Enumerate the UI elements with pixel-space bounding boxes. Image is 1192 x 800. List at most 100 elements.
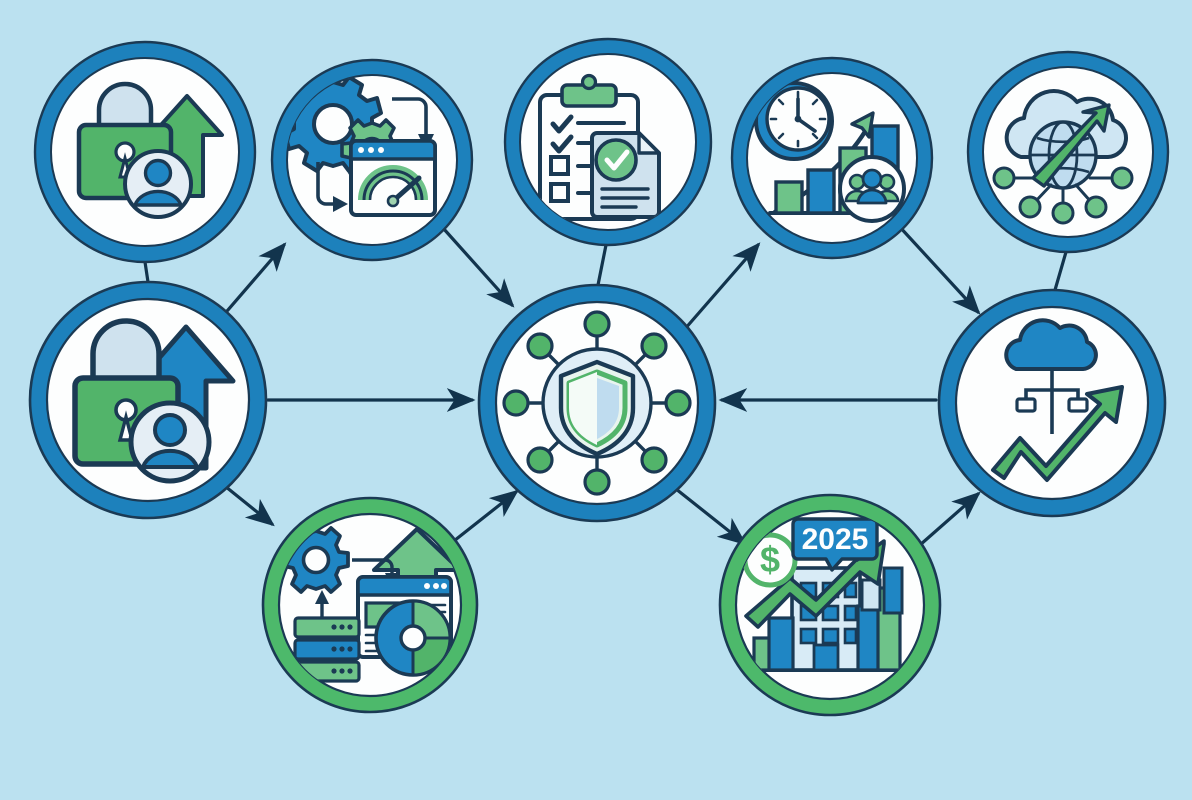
gauge-hub <box>386 194 400 208</box>
connector-productivity-to-cloudgrowth <box>896 223 981 315</box>
node-ring-inner-outline <box>519 53 697 231</box>
connector-revenue-to-cloudgrowth <box>910 491 981 554</box>
cloud-globe-network-uparrow-icon <box>992 89 1134 225</box>
node-ring-inner-outline <box>50 57 240 247</box>
window-dot <box>424 583 430 589</box>
cycle-arrow-bottom <box>316 162 336 206</box>
server-stack-icon <box>293 616 361 683</box>
cloud-endpoint-right <box>1067 397 1089 413</box>
node-ring-outline <box>730 56 934 260</box>
connector-dataops-to-hub <box>443 489 519 550</box>
node-productivity-analytics[interactable] <box>730 56 934 260</box>
node-ring-outline <box>270 58 474 262</box>
node-central-security-hub[interactable] <box>477 283 717 523</box>
shield-half-highlight <box>569 372 597 445</box>
cycle-arrowhead-bottom <box>333 196 348 212</box>
checkbox-item-3 <box>549 155 570 176</box>
window-dot <box>441 583 447 589</box>
bar-2 <box>806 168 836 215</box>
connector-hub-to-productivity <box>682 242 761 332</box>
cloud-shape <box>1004 318 1098 371</box>
connector-layer <box>143 223 1068 554</box>
padlock-shackle <box>96 81 154 126</box>
node-automation-performance[interactable] <box>270 58 474 262</box>
server-unit-1 <box>293 616 361 639</box>
checkmark-item-1 <box>550 114 574 134</box>
clock-hand-minute <box>796 117 817 133</box>
padlock-keyhole-stem <box>117 410 135 442</box>
node-ring-inner-outline <box>954 305 1150 501</box>
connector-identity-small-to-source <box>143 260 150 284</box>
pie-center <box>399 624 427 652</box>
flow-arrow-right <box>352 558 394 576</box>
node-cloud-network-growth[interactable] <box>966 50 1170 254</box>
network-node <box>1051 201 1075 225</box>
node-ring-outline <box>503 37 713 247</box>
cloud-upload-growth-arrow-icon <box>991 318 1124 482</box>
user-shoulders <box>133 189 183 207</box>
server-leds <box>331 624 353 674</box>
team-member-body-center <box>856 188 888 205</box>
growth-zigzag-arrow <box>991 385 1124 482</box>
document-fold <box>637 131 661 155</box>
shield-half-blue <box>597 378 619 439</box>
hub-node-bottom-right <box>640 446 668 474</box>
padlock-user-uparrow-icon <box>72 318 236 484</box>
checkbox-item-4 <box>549 182 570 203</box>
cycle-arrow-top <box>392 97 428 139</box>
node-ring-outline <box>966 50 1170 254</box>
user-head <box>153 413 187 447</box>
hub-node-bottom-left <box>526 446 554 474</box>
building-door <box>812 643 840 672</box>
dashboard-titlebar <box>349 139 437 161</box>
year-badge-label: 2025 <box>802 523 869 556</box>
network-node <box>992 166 1016 190</box>
node-identity-access-security[interactable] <box>33 40 257 264</box>
node-revenue-forecast-2025[interactable]: $ 2025 <box>718 493 942 717</box>
bar-left-blue <box>767 616 795 672</box>
hub-node-top-left <box>526 332 554 360</box>
hub-node-top-right <box>640 332 668 360</box>
connector-automation-to-hub <box>441 226 515 308</box>
connector-hub-to-revenue <box>674 487 747 546</box>
node-ring-outline <box>33 40 257 264</box>
connector-compliance-to-hub <box>596 243 608 287</box>
node-ring-inner-outline <box>286 74 458 246</box>
gauge-arc-outline <box>362 169 424 201</box>
node-compliance-checklist[interactable] <box>503 37 713 247</box>
clock-ticks <box>769 90 827 148</box>
clock-bargraph-team-icon <box>754 81 906 223</box>
node-ring-inner-outline <box>277 512 463 698</box>
node-ring-inner-outline <box>982 66 1154 238</box>
node-ring-inner-outline <box>494 300 700 506</box>
dashboard-titlebar <box>356 575 453 597</box>
hub-node-right <box>664 389 692 417</box>
clipboard-clip-hole <box>580 73 598 91</box>
user-shoulders <box>141 448 199 469</box>
node-ring-outline <box>937 288 1167 518</box>
node-ring-inner-outline <box>746 72 918 244</box>
approved-checkmark <box>604 149 630 171</box>
server-unit-2 <box>293 638 361 661</box>
node-data-ops-dashboard[interactable] <box>261 496 479 714</box>
bar-right-tall-blue <box>882 566 904 615</box>
hub-node-top <box>583 310 611 338</box>
node-ring-outline <box>477 283 717 523</box>
dollar-bargraph-2025-growth-icon: $ 2025 <box>742 517 914 672</box>
node-ring-outline <box>28 280 268 520</box>
node-source-identity[interactable] <box>28 280 268 520</box>
growth-uparrow <box>1031 103 1111 188</box>
window-dot <box>378 147 384 153</box>
node-cloud-growth[interactable] <box>937 288 1167 518</box>
checkmark-item-2 <box>550 134 574 154</box>
hub-node-left <box>502 389 530 417</box>
padlock-shackle <box>90 318 162 380</box>
node-ring-inner-outline <box>734 509 926 701</box>
flow-arrowhead-left <box>315 590 329 604</box>
connector-cloudnet-to-cloudgrowth <box>1053 250 1068 292</box>
year-badge-bubble <box>791 517 879 572</box>
node-ring-outline <box>718 493 942 717</box>
hub-node-bottom <box>583 468 611 496</box>
